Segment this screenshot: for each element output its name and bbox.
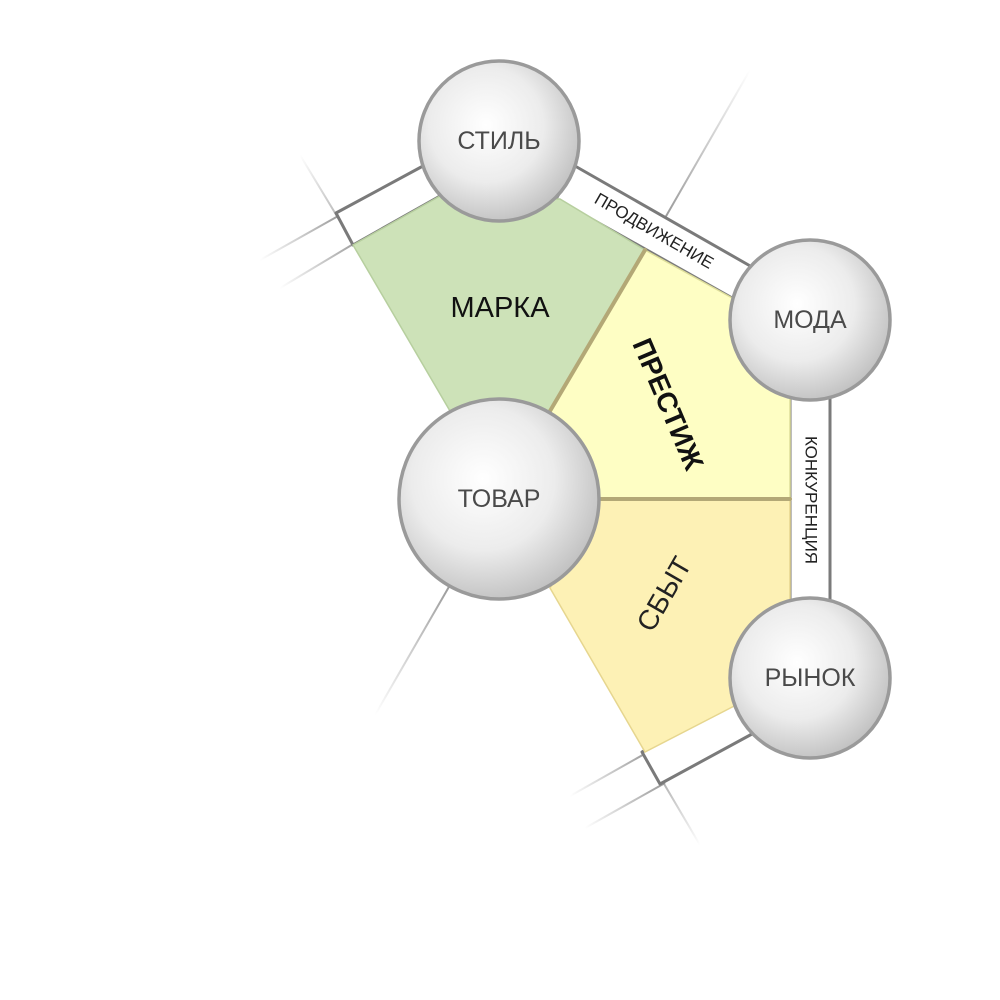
- connector-competition-label: КОНКУРЕНЦИЯ: [802, 436, 821, 564]
- region-dividers: [548, 248, 792, 501]
- guide-line: [569, 751, 649, 797]
- divider-brand-prestige: [548, 248, 647, 413]
- node-fashion-circle: [728, 238, 892, 402]
- node-fashion-label: МОДА: [773, 306, 847, 334]
- guide-lines: [255, 69, 995, 846]
- node-labels: СТИЛЬ МОДА ТОВАР РЫНОК: [457, 127, 856, 692]
- node-product-label: ТОВАР: [458, 485, 541, 513]
- guide-line: [584, 782, 666, 829]
- node-style-label: СТИЛЬ: [457, 127, 540, 155]
- node-market-circle: [728, 596, 892, 760]
- region-brand-label: МАРКА: [450, 292, 550, 324]
- guide-line: [279, 239, 361, 289]
- node-market-label: РЫНОК: [765, 664, 856, 692]
- node-style-circle: [417, 59, 581, 223]
- node-product-circle: [397, 397, 601, 601]
- circle-nodes: [397, 59, 892, 760]
- guide-line: [374, 584, 451, 716]
- guide-line: [259, 214, 341, 261]
- guide-line: [664, 69, 751, 219]
